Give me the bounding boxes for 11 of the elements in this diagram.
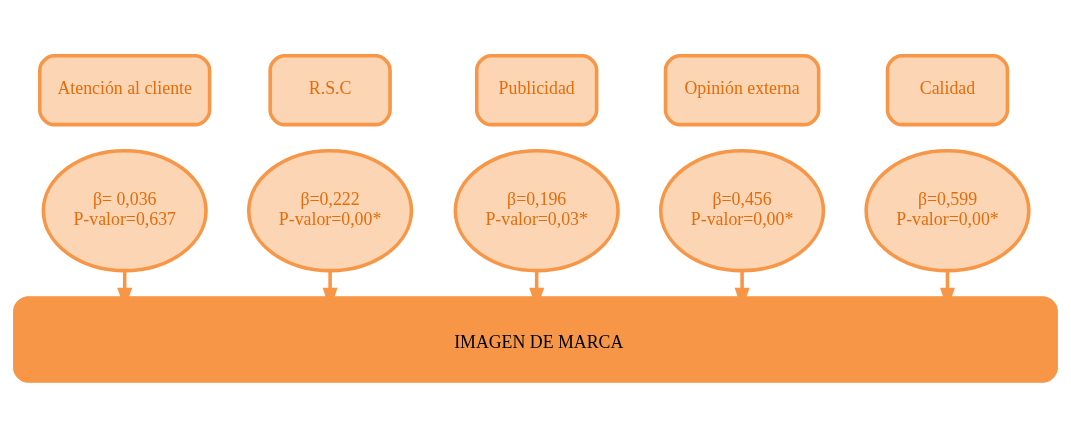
node-box: Publicidad xyxy=(474,53,599,126)
node-box: R.S.C xyxy=(268,53,392,126)
node-box: Opinión externa xyxy=(663,53,821,126)
node-ellipse: β=0,222 P-valor=0,00* xyxy=(247,148,414,272)
node-ellipse: β= 0,036 P-valor=0,637 xyxy=(41,148,208,272)
node-ellipse: β=0,456 P-valor=0,00* xyxy=(659,148,826,272)
node-box: Atención al cliente xyxy=(38,53,212,126)
node-ellipse: β=0,196 P-valor=0,03* xyxy=(453,148,620,272)
node-box: IMAGEN DE MARCA xyxy=(13,295,1058,383)
node-box: Calidad xyxy=(885,53,1010,126)
node-ellipse: β=0,599 P-valor=0,00* xyxy=(864,148,1031,272)
